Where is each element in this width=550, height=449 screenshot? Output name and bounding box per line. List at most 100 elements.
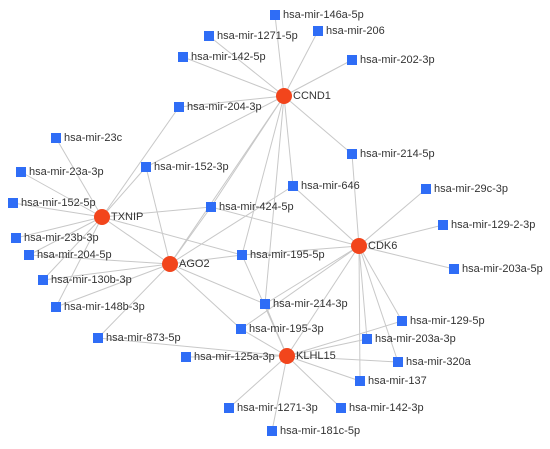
mirna-node[interactable]: hsa-mir-125a-3p: [181, 351, 275, 363]
edge-m195_5p-CDK6: [241, 245, 360, 256]
gene-node[interactable]: TXNIP: [94, 209, 143, 225]
node-layer: hsa-mir-146a-5p hsa-mir-1271-5p hsa-mir-20…: [8, 9, 543, 437]
mirna-node[interactable]: hsa-mir-195-5p: [237, 249, 325, 261]
mirna-label: hsa-mir-873-5p: [106, 332, 181, 344]
mirna-square-marker[interactable]: [362, 334, 372, 344]
mirna-node[interactable]: hsa-mir-873-5p: [93, 332, 181, 344]
mirna-square-marker[interactable]: [421, 184, 431, 194]
gene-circle-marker[interactable]: [351, 238, 367, 254]
mirna-square-marker[interactable]: [178, 52, 188, 62]
mirna-label: hsa-mir-129-5p: [410, 315, 485, 327]
edge-m195_3p-CDK6: [240, 245, 360, 330]
edge-AGO2-CCND1: [169, 95, 285, 265]
edge-m146a-CCND1: [274, 14, 285, 97]
edge-m214_3p-CDK6: [264, 245, 360, 305]
gene-circle-marker[interactable]: [94, 209, 110, 225]
mirna-square-marker[interactable]: [438, 220, 448, 230]
mirna-node[interactable]: hsa-mir-23b-3p: [11, 232, 99, 244]
gene-label: CDK6: [368, 240, 397, 252]
edge-m424-CDK6: [210, 206, 360, 247]
mirna-square-marker[interactable]: [347, 149, 357, 159]
mirna-node[interactable]: hsa-mir-214-5p: [347, 148, 435, 160]
mirna-square-marker[interactable]: [141, 162, 151, 172]
mirna-square-marker[interactable]: [313, 26, 323, 36]
mirna-square-marker[interactable]: [336, 403, 346, 413]
mirna-square-marker[interactable]: [93, 333, 103, 343]
mirna-square-marker[interactable]: [38, 275, 48, 285]
mirna-node[interactable]: hsa-mir-152-3p: [141, 161, 229, 173]
mirna-node[interactable]: hsa-mir-137: [355, 375, 427, 387]
mirna-label: hsa-mir-148b-3p: [64, 301, 145, 313]
gene-circle-marker[interactable]: [279, 348, 295, 364]
mirna-node[interactable]: hsa-mir-204-5p: [24, 249, 112, 261]
edge-m29c-CDK6: [358, 188, 427, 247]
mirna-node[interactable]: hsa-mir-148b-3p: [51, 301, 145, 313]
mirna-node[interactable]: hsa-mir-204-3p: [174, 101, 262, 113]
mirna-node[interactable]: hsa-mir-146a-5p: [270, 9, 364, 21]
edge-m23b-TXNIP: [15, 216, 103, 239]
edge-m129_2-CDK6: [358, 224, 444, 247]
mirna-node[interactable]: hsa-mir-23c: [51, 132, 123, 144]
mirna-square-marker[interactable]: [51, 133, 61, 143]
edge-m646-CCND1: [283, 95, 294, 187]
mirna-square-marker[interactable]: [267, 426, 277, 436]
gene-node[interactable]: CDK6: [351, 238, 397, 254]
mirna-node[interactable]: hsa-mir-142-3p: [336, 402, 424, 414]
mirna-node[interactable]: hsa-mir-203a-3p: [362, 333, 456, 345]
mirna-square-marker[interactable]: [224, 403, 234, 413]
mirna-label: hsa-mir-130b-3p: [51, 274, 132, 286]
mirna-node[interactable]: hsa-mir-424-5p: [206, 201, 294, 213]
mirna-node[interactable]: hsa-mir-23a-3p: [16, 166, 104, 178]
edge-m152_3p-TXNIP: [101, 166, 147, 218]
mirna-square-marker[interactable]: [397, 316, 407, 326]
mirna-node[interactable]: hsa-mir-195-3p: [236, 323, 324, 335]
mirna-node[interactable]: hsa-mir-206: [313, 25, 385, 37]
edge-m204_3p-TXNIP: [101, 106, 180, 218]
gene-node[interactable]: KLHL15: [279, 348, 336, 364]
edge-m873-AGO2: [97, 263, 171, 339]
mirna-node[interactable]: hsa-mir-129-5p: [397, 315, 485, 327]
mirna-square-marker[interactable]: [236, 324, 246, 334]
mirna-node[interactable]: hsa-mir-181c-5p: [267, 425, 360, 437]
mirna-label: hsa-mir-152-3p: [154, 161, 229, 173]
mirna-node[interactable]: hsa-mir-129-2-3p: [438, 219, 535, 231]
gene-circle-marker[interactable]: [276, 88, 292, 104]
edge-m181c-KLHL15: [271, 355, 288, 432]
mirna-square-marker[interactable]: [270, 10, 280, 20]
mirna-square-marker[interactable]: [206, 202, 216, 212]
edge-m204_3p-CCND1: [178, 95, 285, 108]
mirna-square-marker[interactable]: [11, 233, 21, 243]
gene-node[interactable]: AGO2: [162, 256, 210, 272]
gene-circle-marker[interactable]: [162, 256, 178, 272]
edge-m206-CCND1: [283, 30, 319, 97]
mirna-square-marker[interactable]: [347, 55, 357, 65]
edge-m152_5p-TXNIP: [12, 202, 103, 218]
mirna-square-marker[interactable]: [16, 167, 26, 177]
mirna-node[interactable]: hsa-mir-152-5p: [8, 197, 96, 209]
mirna-node[interactable]: hsa-mir-142-5p: [178, 51, 266, 63]
mirna-node[interactable]: hsa-mir-29c-3p: [421, 183, 508, 195]
edge-m130b-AGO2: [42, 263, 171, 281]
mirna-square-marker[interactable]: [393, 357, 403, 367]
mirna-node[interactable]: hsa-mir-320a: [393, 356, 472, 368]
mirna-square-marker[interactable]: [288, 181, 298, 191]
mirna-node[interactable]: hsa-mir-646: [288, 180, 360, 192]
edge-m130b-TXNIP: [42, 216, 103, 281]
mirna-square-marker[interactable]: [8, 198, 18, 208]
mirna-node[interactable]: hsa-mir-202-3p: [347, 54, 435, 66]
mirna-square-marker[interactable]: [181, 352, 191, 362]
mirna-node[interactable]: hsa-mir-130b-3p: [38, 274, 132, 286]
mirna-square-marker[interactable]: [174, 102, 184, 112]
mirna-square-marker[interactable]: [260, 299, 270, 309]
mirna-square-marker[interactable]: [51, 302, 61, 312]
mirna-node[interactable]: hsa-mir-1271-3p: [224, 402, 318, 414]
mirna-node[interactable]: hsa-mir-214-3p: [260, 298, 348, 310]
mirna-square-marker[interactable]: [237, 250, 247, 260]
mirna-square-marker[interactable]: [449, 264, 459, 274]
mirna-square-marker[interactable]: [204, 31, 214, 41]
mirna-square-marker[interactable]: [24, 250, 34, 260]
gene-node[interactable]: CCND1: [276, 88, 331, 104]
mirna-node[interactable]: hsa-mir-1271-5p: [204, 30, 298, 42]
mirna-square-marker[interactable]: [355, 376, 365, 386]
mirna-node[interactable]: hsa-mir-203a-5p: [449, 263, 543, 275]
